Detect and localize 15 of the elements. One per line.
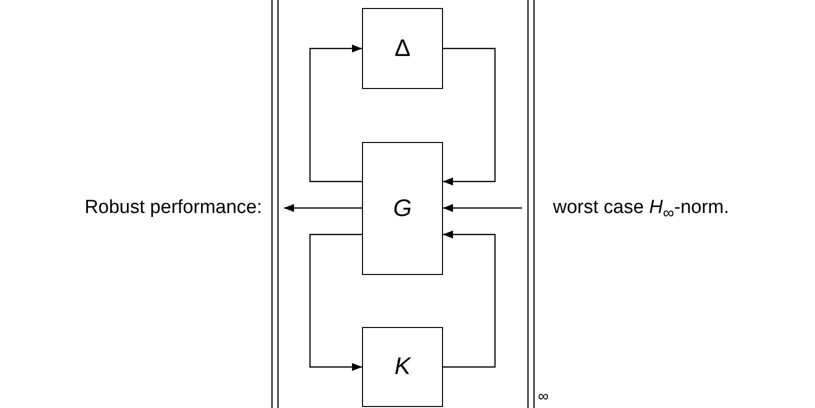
arrow [443, 230, 496, 368]
plant-block [362, 142, 443, 275]
arrow [309, 44, 362, 182]
row-label: worst case H$_{∞}$-norm. [553, 197, 730, 223]
arrow [309, 234, 362, 371]
row-label: Robust performance: [84, 197, 262, 219]
arrow [443, 48, 496, 186]
delta-block [362, 8, 443, 89]
block-symbol: Δ [394, 34, 411, 62]
arrow [443, 204, 522, 212]
arrow [284, 204, 362, 212]
norm-subscript: ∞ [538, 388, 549, 405]
controller-block [362, 327, 443, 407]
block-symbol: K [394, 353, 410, 381]
block-symbol: G [393, 194, 412, 222]
